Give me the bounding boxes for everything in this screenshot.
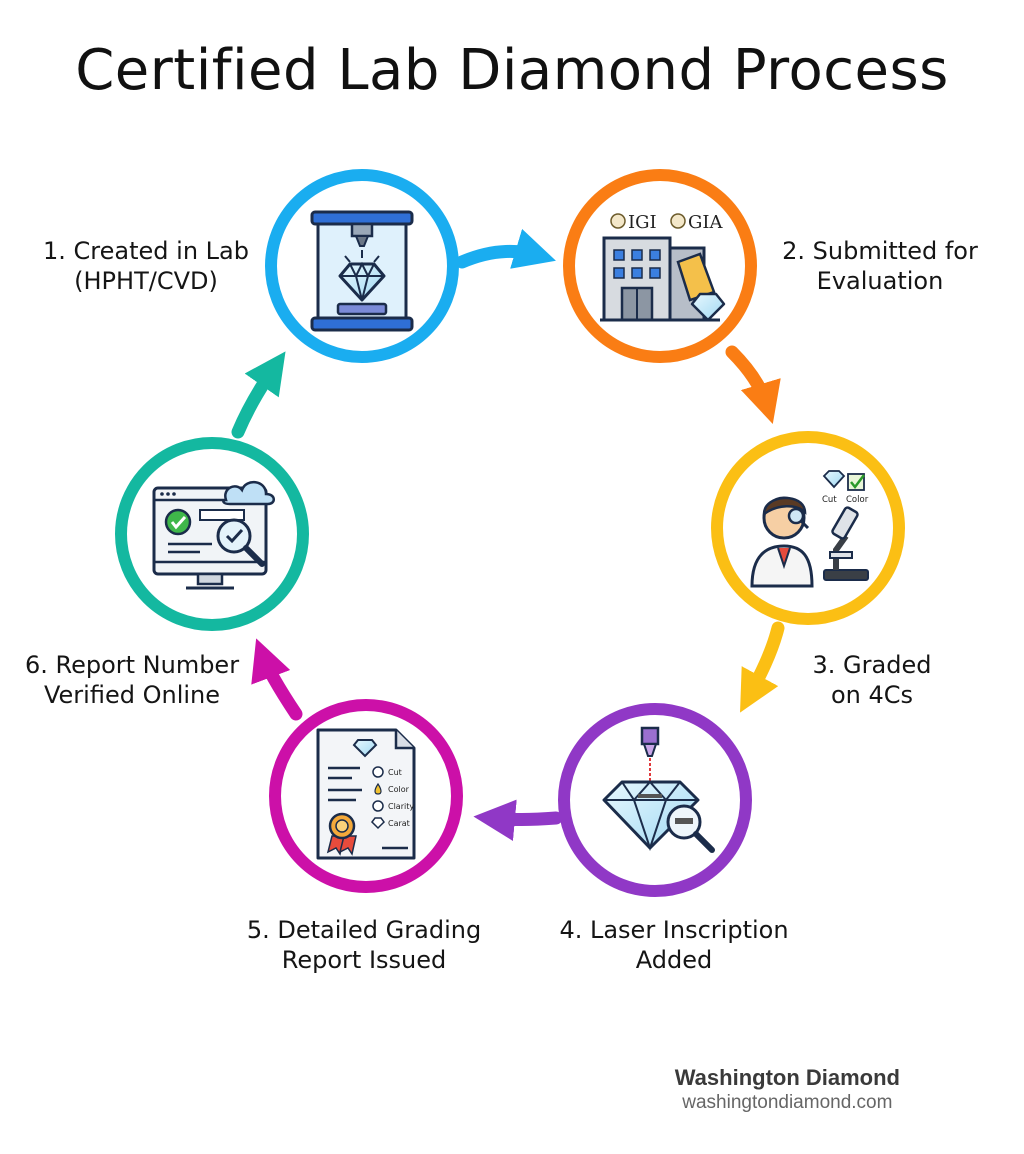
step-2-label: 2. Submitted for Evaluation — [772, 236, 988, 296]
step-2-node: IGI GIA — [563, 169, 757, 363]
lab-chamber-icon — [310, 210, 414, 332]
step-5-label: 5. Detailed Grading Report Issued — [232, 915, 496, 975]
step-6-label-line2: Verified Online — [43, 681, 220, 709]
arrow-step2-to-step3 — [725, 345, 781, 424]
step-1-node — [265, 169, 459, 363]
report-cut-label: Cut — [388, 768, 402, 777]
step-1-label-line2: (HPHT/CVD) — [74, 267, 218, 295]
step-5-node: Cut Color Clarity Carat — [269, 699, 463, 893]
step-2-label-line1: 2. Submitted for — [782, 237, 978, 265]
report-clarity-label: Clarity — [388, 802, 414, 811]
step-4-label-line2: Added — [635, 946, 713, 974]
step-3-node: Cut Color — [711, 431, 905, 625]
brand-signature: Washington Diamond washingtondiamond.com — [675, 1065, 900, 1114]
step-6-label: 6. Report Number Verified Online — [14, 650, 250, 710]
laser-inscription-icon — [602, 726, 715, 853]
gia-logo-text: GIA — [688, 212, 723, 233]
arrow-step6-to-step1 — [231, 351, 286, 439]
step-4-label: 4. Laser Inscription Added — [546, 915, 802, 975]
arrow-step4-to-step5 — [473, 799, 563, 841]
step-6-node — [115, 437, 309, 631]
step-5-label-line2: Report Issued — [281, 946, 447, 974]
step-4-node — [558, 703, 752, 897]
step-1-label: 1. Created in Lab (HPHT/CVD) — [38, 236, 254, 296]
arrow-step1-to-step2 — [455, 228, 556, 269]
step-6-label-line1: 6. Report Number — [24, 651, 240, 679]
grading-report-icon: Cut Color Clarity Carat — [316, 728, 416, 860]
step-3-label: 3. Graded on 4Cs — [792, 650, 952, 710]
igi-logo-text: IGI — [628, 212, 657, 233]
step-3-label-line2: on 4Cs — [830, 681, 914, 709]
color-icon-label: Color — [846, 495, 869, 505]
report-carat-label: Carat — [388, 819, 410, 828]
step-4-label-line1: 4. Laser Inscription — [559, 916, 789, 944]
arrow-step3-to-step4 — [740, 621, 785, 713]
brand-url: washingtondiamond.com — [682, 1092, 893, 1113]
step-3-label-line1: 3. Graded — [812, 651, 932, 679]
online-verification-icon — [152, 481, 275, 590]
brand-name: Washington Diamond — [674, 1065, 900, 1090]
step-2-label-line2: Evaluation — [816, 267, 944, 295]
diagram-title: Certified Lab Diamond Process — [75, 38, 949, 103]
grading-lab-building-icon: IGI GIA — [600, 212, 726, 322]
step-1-label-line1: 1. Created in Lab — [43, 237, 249, 265]
report-color-label: Color — [388, 785, 410, 794]
arrow-step5-to-step6 — [251, 638, 303, 721]
cut-icon-label: Cut — [822, 495, 837, 505]
step-5-label-line1: 5. Detailed Grading — [246, 916, 482, 944]
gemologist-microscope-icon: Cut Color — [750, 470, 869, 588]
